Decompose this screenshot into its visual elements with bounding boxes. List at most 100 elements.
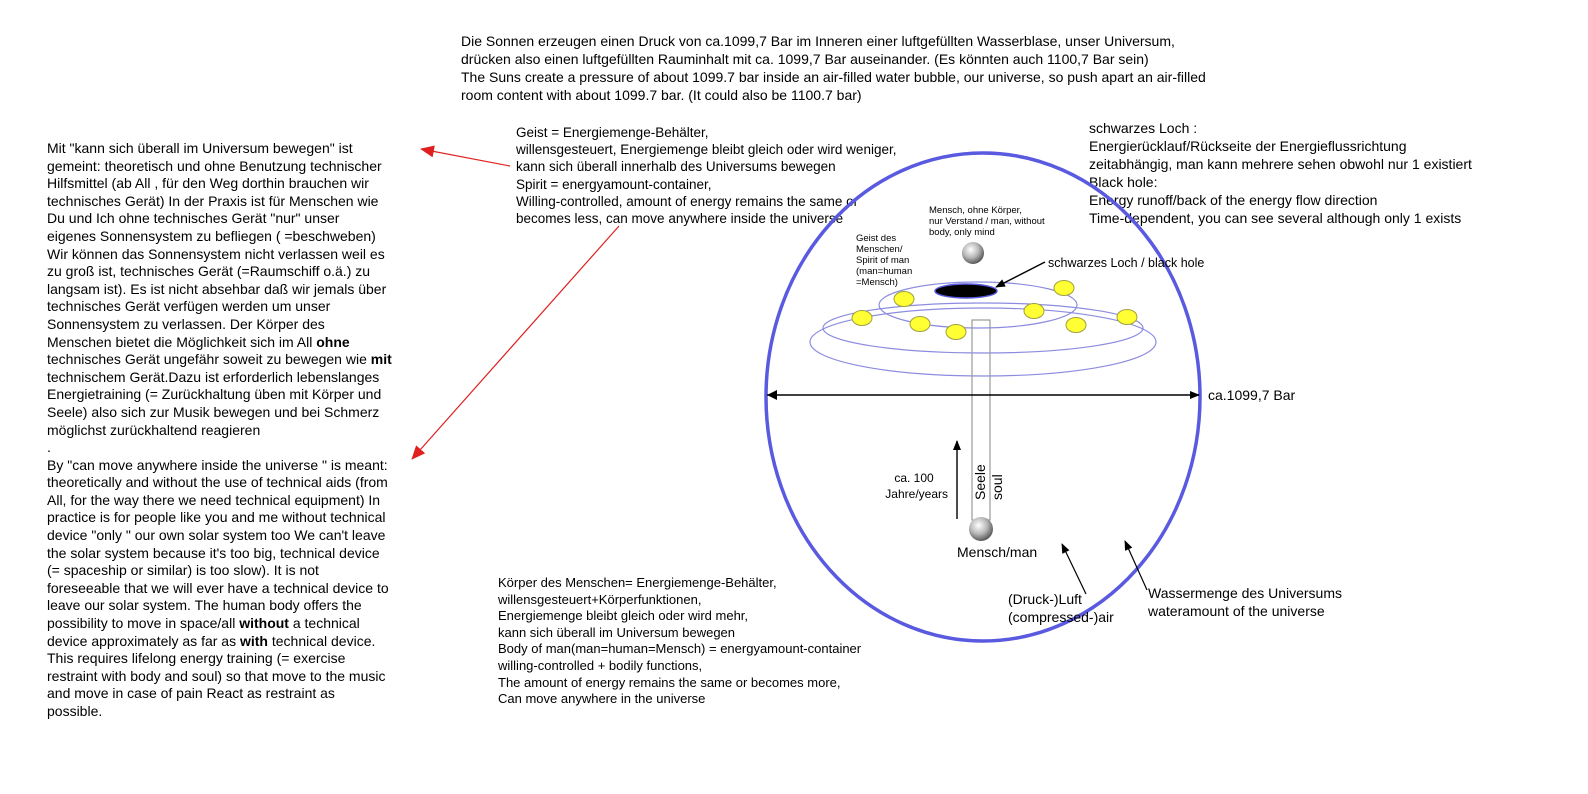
- left-german-line: Seele) also sich zur Musik bewegen und b…: [47, 403, 380, 420]
- body-line: kann sich überall im Universum bewegen: [498, 624, 736, 640]
- mind-label-line: Mensch, ohne Körper,: [929, 205, 1022, 216]
- sun: [945, 324, 967, 340]
- sun: [1053, 280, 1075, 296]
- left-german-line: technisches Gerät verfügen werden um uns…: [47, 298, 331, 315]
- water-label: Wassermenge des Universums wateramount o…: [1148, 584, 1342, 620]
- sun: [851, 310, 873, 326]
- water-label-line: Wassermenge des Universums: [1148, 585, 1342, 601]
- black-hole-pointer: [995, 261, 1046, 288]
- spirit-of-man-line: =Mensch): [856, 277, 898, 288]
- water-label-line: wateramount of the universe: [1148, 603, 1325, 619]
- air-label-line: (compressed-)air: [1008, 609, 1114, 625]
- black-hole-line: schwarzes Loch :: [1089, 120, 1198, 136]
- spirit-line: Geist = Energiemenge-Behälter,: [516, 125, 709, 140]
- air-pointer: [1061, 543, 1087, 595]
- left-german-line: Wir können das Sonnensystem nicht verlas…: [47, 245, 385, 262]
- left-german-line: langsam ist). Es ist nicht absehbar daß …: [47, 280, 387, 297]
- universe-bubble: [764, 151, 1202, 643]
- left-german-line: Du und Ich ohne technisches Gerät "nur" …: [47, 210, 340, 227]
- years-label-line: ca. 100: [894, 471, 934, 485]
- sun: [1116, 309, 1138, 325]
- orbit-ring-middle: [822, 302, 1144, 354]
- years-label: ca. 100 Jahre/years: [880, 470, 948, 502]
- left-german-line: Hilfsmittel (ab All , für den Weg dorthi…: [47, 175, 369, 192]
- black-hole-line: Time-dependent, you can see several alth…: [1089, 210, 1462, 226]
- left-german-line: eigenes Sonnensystem zu befliegen ( =bes…: [47, 227, 376, 244]
- mind-sphere: [962, 242, 984, 264]
- left-german-line: Sonnensystem zu verlassen. Der Körper de…: [47, 315, 325, 332]
- left-german-line: technisches Gerät) In der Praxis ist für…: [47, 192, 379, 209]
- left-english-line: theoretically and without the use of tec…: [47, 474, 388, 491]
- left-german-line: Energietraining (= Zurückhaltung üben mi…: [47, 386, 382, 403]
- left-english-line: device approximately as far as with tech…: [47, 633, 392, 651]
- left-english-line: leave our solar system. The human body o…: [47, 597, 362, 614]
- left-english-line: (= spaceship or similar) is too slow). I…: [47, 562, 319, 579]
- air-label-line: (Druck-)Luft: [1008, 591, 1082, 607]
- left-english-line: restraint with body and soul) so that mo…: [47, 667, 386, 684]
- body-line: willing-controlled + bodily functions,: [498, 657, 703, 673]
- left-german-line: .: [47, 439, 51, 456]
- left-german-text: Menschen bietet die Möglichkeit sich im …: [47, 333, 317, 350]
- spirit-of-man-line: Spirit of man: [856, 255, 910, 266]
- left-english-line: possibility to move in space/all without…: [47, 615, 392, 633]
- left-english-line: practice is for people like you and me w…: [47, 509, 386, 526]
- black-hole-line: Energy runoff/back of the energy flow di…: [1089, 192, 1378, 208]
- left-english-line: device "only " our own solar system too …: [47, 527, 386, 544]
- bold-ohne: ohne: [316, 333, 350, 350]
- left-german-line: gemeint: theoretisch und ohne Benutzung …: [47, 157, 382, 174]
- sun: [1023, 303, 1045, 319]
- pressure-arrow-left-head: [767, 390, 777, 400]
- body-line: Körper des Menschen= Energiemenge-Behält…: [498, 575, 777, 590]
- left-english-text: a technical: [288, 615, 360, 632]
- body-line: Energiemenge bleibt gleich oder wird meh…: [498, 608, 749, 624]
- left-english-line: the solar system because it's too big, t…: [47, 544, 380, 561]
- black-hole-line: zeitabhängig, man kann mehrere sehen obw…: [1089, 156, 1472, 172]
- left-german-line: technischem Gerät.Dazu ist erforderlich …: [47, 368, 380, 385]
- spirit-of-man-line: Menschen/: [856, 244, 903, 255]
- black-hole-line: Energierücklauf/Rückseite der Energieflu…: [1089, 138, 1407, 154]
- air-label: (Druck-)Luft (compressed-)air: [1008, 590, 1114, 626]
- red-arrow-to-english-text: [411, 225, 620, 460]
- sun: [909, 316, 931, 332]
- pressure-label: ca.1099,7 Bar: [1208, 387, 1296, 403]
- body-line: The amount of energy remains the same or…: [498, 674, 841, 690]
- spirit-line: Spirit = energyamount-container,: [516, 176, 712, 192]
- spirit-line: Willing-controlled, amount of energy rem…: [516, 193, 859, 209]
- top-text-line: drücken also einen luftgefüllten Rauminh…: [461, 51, 1149, 67]
- spirit-text-block: Geist = Energiemenge-Behälter, willensge…: [516, 124, 896, 227]
- soul-label-line: soul: [989, 474, 1005, 500]
- years-label-line: Jahre/years: [885, 487, 948, 501]
- black-hole-label: schwarzes Loch / black hole: [1048, 256, 1205, 270]
- top-text-block: Die Sonnen erzeugen einen Druck von ca.1…: [461, 32, 1206, 104]
- soul-label: Seele soul: [972, 464, 1006, 500]
- spirit-line: becomes less, can move anywhere inside t…: [516, 211, 844, 227]
- left-english-line: By "can move anywhere inside the univers…: [47, 456, 388, 473]
- bold-mit: mit: [370, 351, 392, 368]
- man-label: Mensch/man: [957, 544, 1038, 560]
- left-german-text: technisches Gerät ungefähr soweit zu bew…: [47, 351, 371, 368]
- left-english-line: All, for the way there we need technical…: [47, 491, 381, 508]
- sun: [1065, 317, 1087, 333]
- left-english-line: possible.: [47, 703, 103, 719]
- water-pointer: [1124, 540, 1148, 591]
- mind-label-line: body, only mind: [929, 227, 995, 238]
- top-text-line: The Suns create a pressure of about 1099…: [461, 69, 1206, 85]
- man-sphere: [969, 517, 993, 541]
- red-arrow-to-left-text: [420, 145, 511, 167]
- left-german-line: Mit "kann sich überall im Universum bewe…: [47, 140, 353, 156]
- bold-with: with: [239, 632, 268, 649]
- mind-label-line: nur Verstand / man, without: [929, 216, 1045, 227]
- black-hole-line: Black hole:: [1089, 174, 1158, 190]
- top-text-line: Die Sonnen erzeugen einen Druck von ca.1…: [461, 33, 1175, 49]
- left-german-line: zu groß ist, technisches Gerät (=Raumsch…: [47, 263, 371, 280]
- left-english-line: This requires lifelong energy training (…: [47, 650, 346, 667]
- body-line: Body of man(man=human=Mensch) = energyam…: [498, 641, 862, 657]
- left-text-block: Mit "kann sich überall im Universum bewe…: [47, 140, 392, 721]
- left-english-line: foreseeable that we will ever have a tec…: [47, 579, 389, 596]
- bold-without: without: [239, 615, 289, 632]
- left-english-line: and move in case of pain React as restra…: [47, 685, 335, 702]
- body-text-block: Körper des Menschen= Energiemenge-Behält…: [498, 575, 861, 708]
- spirit-line: kann sich überall innerhalb des Universu…: [516, 159, 836, 175]
- spirit-of-man-label: Geist des Menschen/ Spirit of man (man=h…: [856, 233, 912, 288]
